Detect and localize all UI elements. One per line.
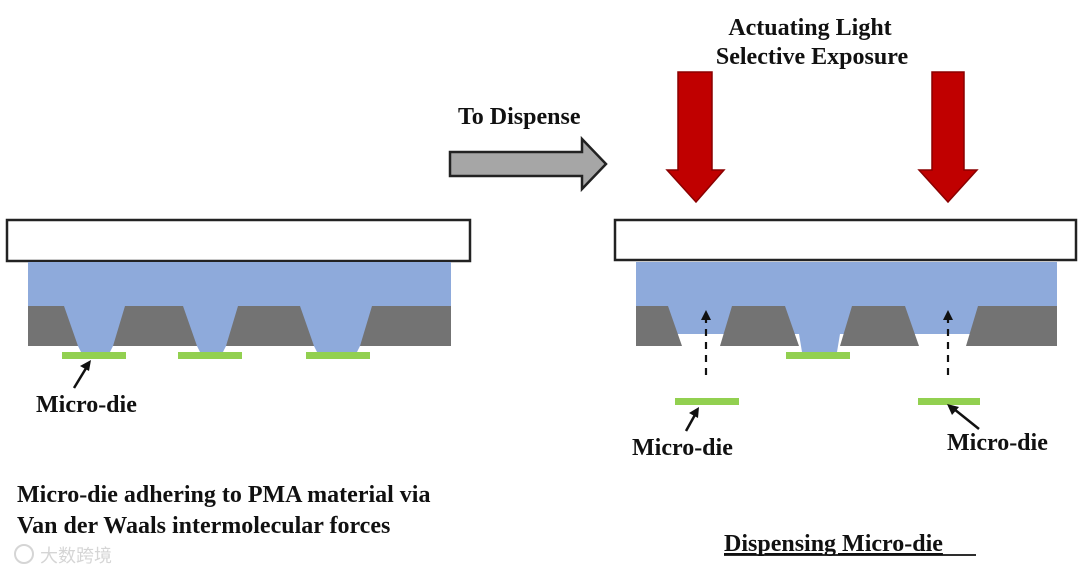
watermark-logo-icon bbox=[14, 544, 34, 564]
watermark-text: 大数跨境 bbox=[40, 546, 112, 567]
right-micro-die-label-2: Micro-die bbox=[947, 430, 1048, 456]
right-micro-die-pointer-2-head bbox=[947, 404, 959, 415]
left-pma-layer bbox=[28, 262, 451, 307]
right-caption: Dispensing Micro-die bbox=[724, 531, 943, 557]
to-dispense-group: To Dispense bbox=[448, 104, 608, 193]
right-micro-die-pointer-1 bbox=[684, 412, 698, 432]
left-mask-block bbox=[226, 306, 314, 346]
left-micro-die bbox=[178, 352, 242, 359]
to-dispense-label: To Dispense bbox=[458, 104, 581, 130]
left-micro-die bbox=[62, 352, 126, 359]
left-pma-trim bbox=[28, 346, 451, 354]
light-arrow-right bbox=[917, 71, 979, 204]
release-arrow-right-head bbox=[943, 310, 953, 320]
left-caption-line1: Micro-die adhering to PMA material via bbox=[17, 482, 430, 508]
right-pma-layer bbox=[636, 262, 1057, 307]
left-pma-pillar bbox=[197, 346, 226, 352]
right-pma-pillar bbox=[799, 334, 840, 352]
left-micro-die bbox=[306, 352, 370, 359]
right-mask-block bbox=[636, 306, 682, 346]
to-dispense-arrow bbox=[448, 135, 608, 193]
left-mask-block bbox=[360, 306, 451, 346]
right-micro-die-released bbox=[918, 398, 980, 405]
left-micro-die-label: Micro-die bbox=[36, 392, 137, 418]
right-mask-block bbox=[966, 306, 1057, 346]
right-carrier-plate bbox=[613, 218, 1078, 262]
release-arrow-left-head bbox=[701, 310, 711, 320]
left-carrier-plate bbox=[5, 218, 472, 263]
left-mask-block bbox=[28, 306, 78, 346]
right-mask-block bbox=[840, 306, 919, 346]
watermark: 大数跨境 bbox=[14, 544, 112, 567]
left-pma-pillar bbox=[78, 346, 113, 352]
right-micro-die-pointer-1-head bbox=[689, 407, 699, 418]
right-micro-die-pointer-2 bbox=[953, 408, 980, 430]
actuating-light-title: Actuating Light bbox=[728, 15, 891, 41]
selective-exposure-subtitle: Selective Exposure bbox=[716, 44, 909, 70]
left-assembly: Micro-die bbox=[5, 218, 472, 418]
right-mask-block bbox=[720, 306, 799, 346]
left-caption-line2: Van der Waals intermolecular forces bbox=[17, 513, 390, 539]
actuating-light-group: Actuating Light Selective Exposure bbox=[665, 15, 979, 204]
left-micro-die-pointer-head bbox=[80, 360, 91, 371]
left-pma-pillar bbox=[314, 346, 360, 352]
right-assembly: Micro-die Micro-die bbox=[613, 218, 1078, 461]
light-arrow-left bbox=[665, 71, 726, 204]
right-micro-die-held bbox=[786, 352, 850, 359]
right-micro-die-label-1: Micro-die bbox=[632, 435, 733, 461]
right-micro-die-released bbox=[675, 398, 739, 405]
left-mask-block bbox=[113, 306, 197, 346]
